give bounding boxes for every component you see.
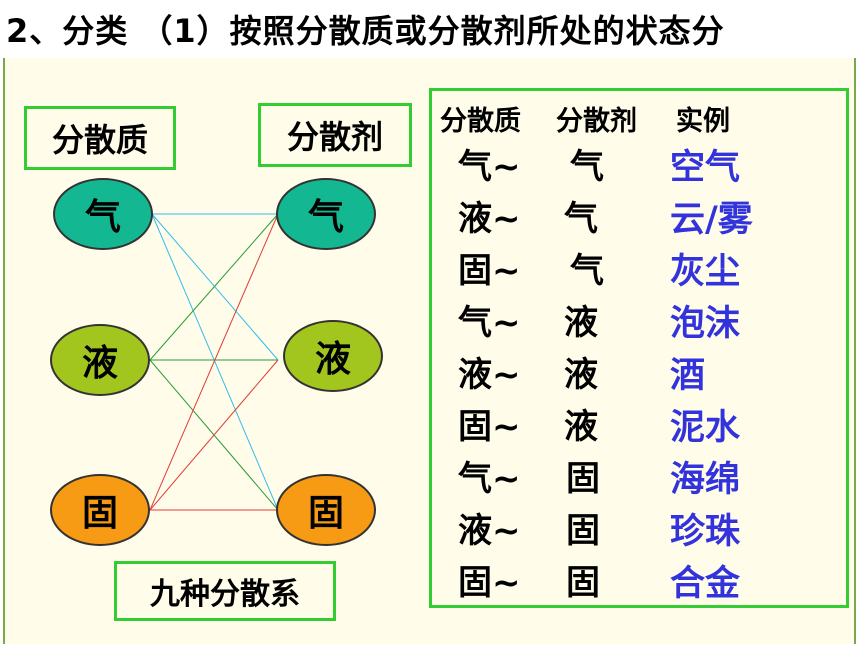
cell-example: 泥水 — [670, 408, 741, 448]
line-solid-gas — [149, 213, 279, 511]
table-row: 气~ 液 泡沫 — [432, 295, 846, 347]
table-row: 固~ 固 合金 — [432, 555, 846, 607]
cell-example: 灰尘 — [670, 252, 741, 292]
cell-example: 海绵 — [670, 460, 741, 500]
header-dispersed-phase: 分散质 — [440, 106, 521, 137]
cell-phase: 液~ — [458, 511, 521, 551]
right-oval-liquid: 液 — [283, 320, 383, 392]
cell-phase: 液~ — [458, 355, 521, 395]
table-row: 气~ 气 空气 — [432, 139, 846, 191]
line-liquid-gas — [149, 213, 279, 361]
cell-medium: 液 — [564, 407, 598, 447]
left-oval-liquid: 液 — [50, 324, 150, 396]
cell-example: 合金 — [670, 564, 741, 604]
cell-medium: 固 — [566, 511, 600, 551]
classification-table: 分散质 分散剂 实例 气~ 气 空气 液~ 气 云/雾 固~ 气 灰尘 气~ 液… — [429, 88, 849, 608]
cell-phase: 气~ — [458, 147, 521, 187]
dispersed-phase-label: 分散质 — [24, 106, 176, 170]
cell-example: 空气 — [670, 148, 741, 188]
left-oval-gas: 气 — [53, 178, 153, 250]
header-example: 实例 — [676, 106, 730, 137]
line-gas-solid — [151, 213, 279, 511]
nine-dispersions-label: 九种分散系 — [114, 561, 336, 621]
cell-medium: 气 — [564, 199, 598, 239]
table-row: 气~ 固 海绵 — [432, 451, 846, 503]
cell-example: 泡沫 — [670, 304, 741, 344]
left-oval-solid: 固 — [50, 474, 150, 546]
cell-phase: 气~ — [458, 303, 521, 343]
table-row: 固~ 液 泥水 — [432, 399, 846, 451]
cell-example: 酒 — [670, 356, 706, 396]
cell-medium: 固 — [566, 459, 600, 499]
cell-phase: 固~ — [458, 251, 521, 291]
cell-medium: 气 — [570, 147, 604, 187]
line-gas-liquid — [151, 213, 279, 361]
cell-phase: 液~ — [458, 199, 521, 239]
line-solid-liquid — [149, 359, 279, 511]
header-dispersion-medium: 分散剂 — [556, 106, 637, 137]
table-row: 液~ 气 云/雾 — [432, 191, 846, 243]
right-oval-gas: 气 — [276, 178, 376, 250]
cell-phase: 固~ — [458, 407, 521, 447]
cell-medium: 固 — [566, 563, 600, 603]
cell-phase: 气~ — [458, 459, 521, 499]
cell-example: 珍珠 — [670, 512, 741, 552]
table-row: 液~ 液 酒 — [432, 347, 846, 399]
table-row: 液~ 固 珍珠 — [432, 503, 846, 555]
cell-example: 云/雾 — [670, 200, 753, 240]
cell-medium: 气 — [570, 251, 604, 291]
cell-medium: 液 — [564, 355, 598, 395]
page-title: 2、分类 （1）按照分散质或分散剂所处的状态分 — [6, 12, 725, 50]
cell-phase: 固~ — [458, 563, 521, 603]
right-oval-solid: 固 — [276, 474, 376, 546]
table-row: 固~ 气 灰尘 — [432, 243, 846, 295]
dispersion-medium-label: 分散剂 — [258, 103, 412, 167]
cell-medium: 液 — [564, 303, 598, 343]
